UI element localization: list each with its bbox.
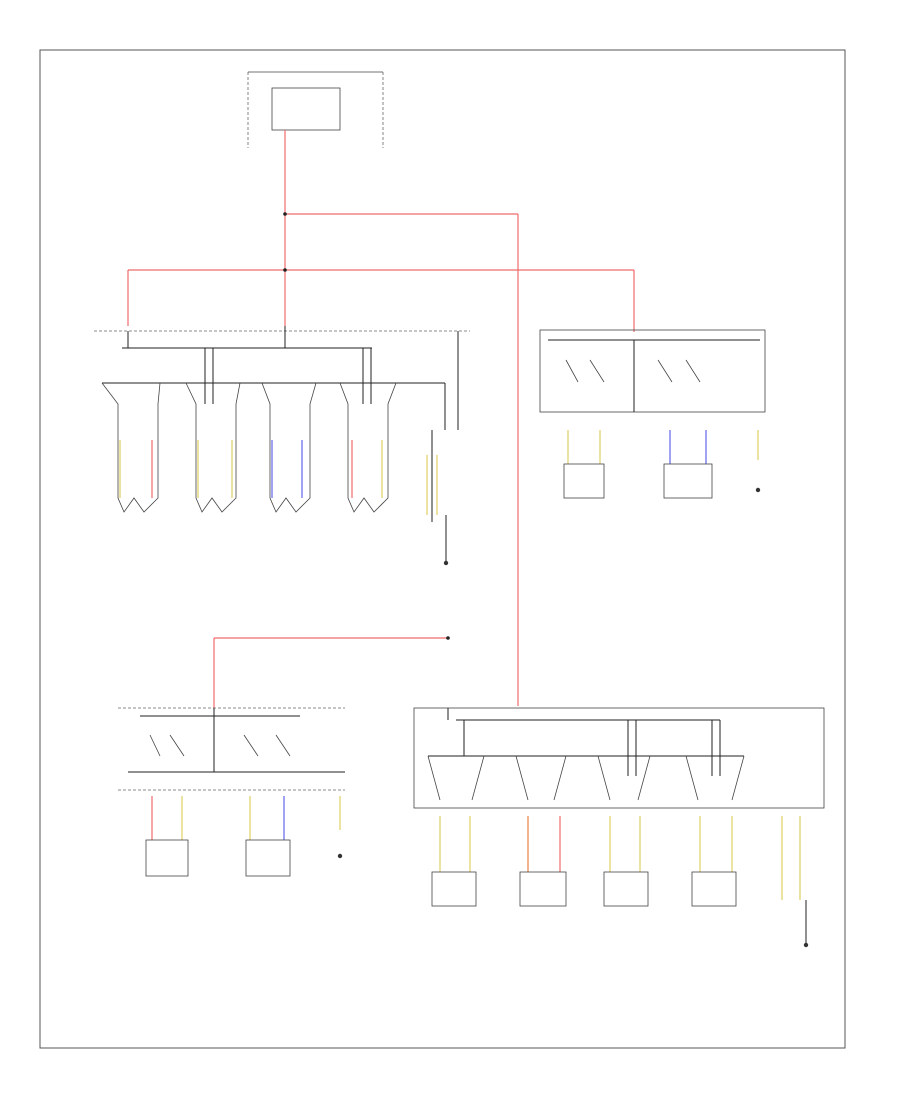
driver-lumbar-switch xyxy=(539,329,766,499)
driver-motor-1 xyxy=(101,382,161,513)
passenger-ground xyxy=(781,816,809,948)
fuse-box xyxy=(247,71,384,148)
passenger-lumbar-switch xyxy=(118,707,345,877)
driver-motor-4 xyxy=(339,382,397,513)
passenger-motor-1 xyxy=(431,816,477,907)
power-distribution-wires xyxy=(127,148,635,708)
driver-ground xyxy=(426,455,449,566)
diagram-frame xyxy=(39,49,846,1049)
driver-seat-switch xyxy=(94,326,470,522)
passenger-motor-4 xyxy=(691,816,737,907)
passenger-motor-2 xyxy=(519,816,567,907)
passenger-motor-3 xyxy=(603,816,649,907)
passenger-seat-switch xyxy=(413,707,825,809)
driver-motor-2 xyxy=(185,382,241,513)
driver-motor-3 xyxy=(261,382,317,513)
